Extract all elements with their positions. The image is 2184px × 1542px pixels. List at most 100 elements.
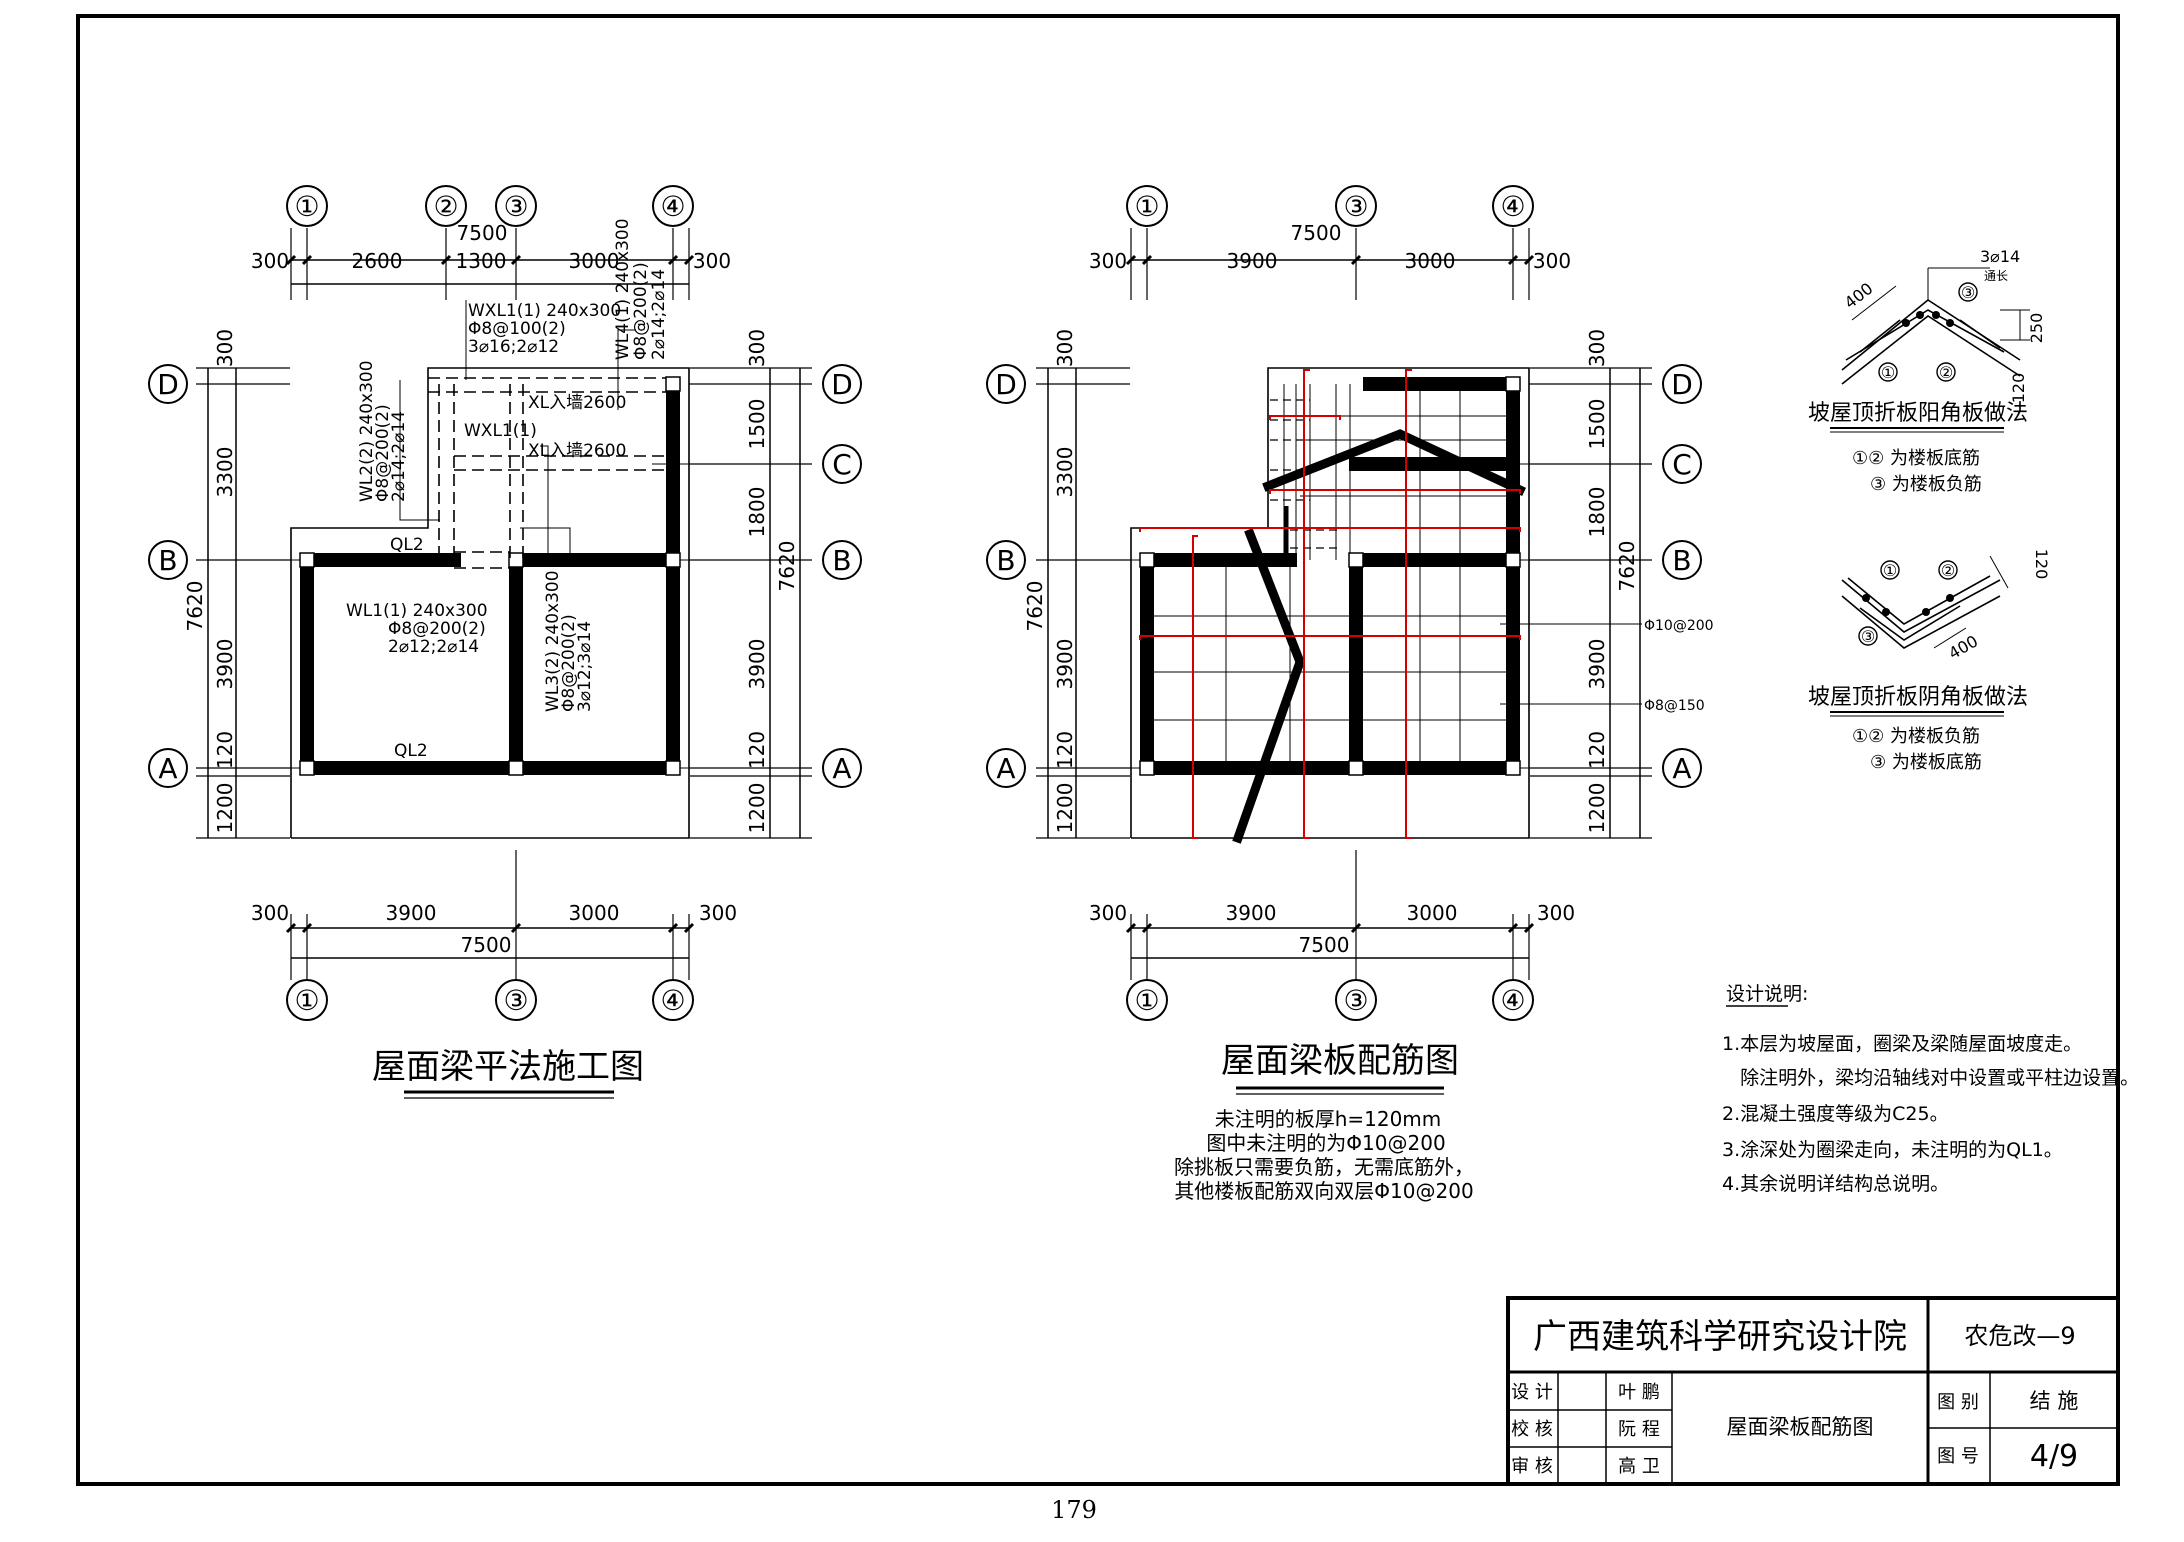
detail1-dim-120: 120 [2009, 373, 2028, 404]
plan1-dim-right-0: 300 [745, 329, 769, 367]
plan1-dim-bottom-1: 3900 [386, 901, 437, 925]
plan2-grid-right-B: B [1672, 544, 1691, 577]
convex-corner-slab-detail: 3⌀14 通长 400 250 120 ① ② ③ 坡屋顶折板阳角板做法 ①② … [1808, 247, 2046, 495]
plan1-dim-right-4: 120 [745, 731, 769, 769]
plan1-dim-bottom-3: 300 [699, 901, 737, 925]
plan2-ridge-line [1262, 429, 1526, 496]
plan2-dim-right-2: 1800 [1585, 487, 1609, 538]
detail1-top-label: 3⌀14 [1980, 247, 2020, 266]
plan2-title: 屋面梁板配筋图 [1221, 1041, 1459, 1081]
plan1-ql2-top: QL2 [390, 535, 424, 555]
plan2-grid-bottom-4: ④ [1500, 984, 1525, 1017]
plan2-dim-left-3: 120 [1053, 731, 1077, 769]
plan2-grid-left-B: B [996, 544, 1015, 577]
design-note-3: 3.涂深处为圈梁走向，未注明的为QL1。 [1722, 1139, 2063, 1161]
plan1-dim-top-0: 300 [251, 249, 289, 273]
plan1-dim-right-3: 3900 [745, 639, 769, 690]
plan2-total-right: 7620 [1615, 541, 1639, 592]
plan1-total-bottom: 7500 [461, 933, 512, 957]
plan2-total-top: 7500 [1291, 221, 1342, 245]
plan1-dim-bottom-0: 300 [251, 901, 289, 925]
detail1-mark-3: ③ [1961, 283, 1975, 302]
plan2-dim-bottom-2: 3000 [1407, 901, 1458, 925]
plan1-dim-top-4: 300 [693, 249, 731, 273]
plan2-grid-top-4: ④ [1500, 190, 1525, 223]
plan1-grid-left-B: B [158, 544, 177, 577]
plan2-note-1: 图中未注明的为Φ10@200 [1206, 1131, 1445, 1155]
plan2-dim-bottom-3: 300 [1537, 901, 1575, 925]
plan1-wl4-0: WL4(1) 240x300 [613, 218, 633, 360]
plan1-grid-right-D: D [831, 368, 853, 401]
plan1-grid-right-B: B [832, 544, 851, 577]
plan2-dim-right-4: 120 [1585, 731, 1609, 769]
plan1-dim-right-2: 1800 [745, 487, 769, 538]
plan2-grid-left-D: D [995, 368, 1017, 401]
detail1-mark-2: ② [1939, 363, 1953, 382]
plan2-rebar-label-1: Φ10@200 [1644, 618, 1714, 634]
plan1-dim-left-0: 300 [213, 329, 237, 367]
plan1-grid-bottom-3: ③ [503, 984, 528, 1017]
plan1-wxl1-top-2: 3⌀16;2⌀12 [468, 337, 559, 357]
plan2-dim-bottom-1: 3900 [1226, 901, 1277, 925]
title-cat-value: 结 施 [2030, 1389, 2079, 1413]
detail2-legend-1: ①② 为楼板负筋 [1852, 726, 1980, 747]
plan1-wxl1-top-1: Φ8@100(2) [468, 319, 566, 339]
plan2-roof-outline [1130, 367, 1530, 839]
plan1-wl3-1: Φ8@200(2) [559, 614, 579, 712]
plan2-grid-top-3: ③ [1343, 190, 1368, 223]
design-note-1b: 除注明外，梁均沿轴线对中设置或平柱边设置。 [1722, 1067, 2139, 1089]
plan2-note-0: 未注明的板厚h=120mm [1215, 1107, 1442, 1131]
title-role-design: 设 计 [1511, 1382, 1553, 1403]
plan1-grid-left-D: D [157, 368, 179, 401]
design-notes-heading: 设计说明: [1726, 983, 1808, 1005]
detail1-top-sub: 通长 [1984, 269, 2008, 283]
plan1-wxl1-top-0: WXL1(1) 240x300 [468, 301, 621, 321]
plan2-dim-left-0: 300 [1053, 329, 1077, 367]
plan1-grid-top-2: ② [433, 190, 458, 223]
plan1-wl4-1: Φ8@200(2) [631, 262, 651, 360]
title-org: 广西建筑科学研究设计院 [1533, 1317, 1907, 1357]
design-note-2: 2.混凝土强度等级为C25。 [1722, 1103, 1949, 1125]
plan2-grid-right-C: C [1672, 448, 1692, 481]
plan2-rebar-label-2: Φ8@150 [1644, 698, 1705, 714]
plan2-note-3: 其他楼板配筋双向双层Φ10@200 [1174, 1179, 1473, 1203]
plan1-xl-1: XL入墙2600 [528, 393, 626, 413]
detail1-mark-1: ① [1881, 363, 1895, 382]
detail2-mark-3: ③ [1861, 627, 1875, 646]
plan2-beams [1140, 377, 1520, 775]
plan2-grid-right-A: A [1672, 752, 1691, 785]
plan1-wl4-2: 2⌀14;2⌀14 [649, 269, 669, 360]
plan1-total-top: 7500 [457, 221, 508, 245]
plan2-rebar-grid [1147, 384, 1513, 768]
design-notes: 设计说明: 1.本层为坡屋面，圈梁及梁随屋面坡度走。 除注明外，梁均沿轴线对中设… [1722, 983, 2139, 1195]
detail2-mark-1: ① [1883, 561, 1897, 580]
plan1-dim-right-1: 1500 [745, 399, 769, 450]
detail1-dim-250: 250 [2027, 313, 2046, 344]
title-drawing-name: 屋面梁板配筋图 [1727, 1415, 1874, 1439]
plan1-wl2-1: Φ8@200(2) [373, 404, 393, 502]
plan1-dim-top-2: 1300 [456, 249, 507, 273]
sheet-border [76, 14, 2120, 1486]
plan2-note-2: 除挑板只需要负筋，无需底筋外， [1174, 1155, 1474, 1179]
plan2-dim-top-3: 300 [1533, 249, 1571, 273]
plan1-dim-top-3: 3000 [569, 249, 620, 273]
plan1-wl1-0: WL1(1) 240x300 [346, 601, 488, 621]
title-person-check: 阮 程 [1618, 1419, 1660, 1440]
plan2-dim-bottom-0: 300 [1089, 901, 1127, 925]
title-no-value: 4/9 [2030, 1439, 2078, 1474]
title-person-design: 叶 鹏 [1618, 1382, 1660, 1403]
plan2-dim-top-2: 3000 [1405, 249, 1456, 273]
plan1-grid-bottom-1: ① [294, 984, 319, 1017]
roof-slab-rebar-plan: 7500 300 3900 3000 300 ① ③ ④ 300 3300 39… [986, 185, 1714, 1203]
plan1-grid-bottom-4: ④ [660, 984, 685, 1017]
title-role-approve: 审 核 [1511, 1456, 1553, 1477]
title-project: 农危改—9 [1964, 1322, 2075, 1350]
plan1-xl-2: XL入墙2600 [528, 441, 626, 461]
plan1-dim-right-5: 1200 [745, 783, 769, 834]
design-note-4: 4.其余说明详结构总说明。 [1722, 1173, 1949, 1195]
design-note-1: 1.本层为坡屋面，圈梁及梁随屋面坡度走。 [1722, 1033, 2082, 1055]
plan1-beams [300, 377, 680, 775]
plan2-dim-right-3: 3900 [1585, 639, 1609, 690]
plan1-ql2-bottom: QL2 [394, 741, 428, 761]
plan2-grid-top-1: ① [1134, 190, 1159, 223]
